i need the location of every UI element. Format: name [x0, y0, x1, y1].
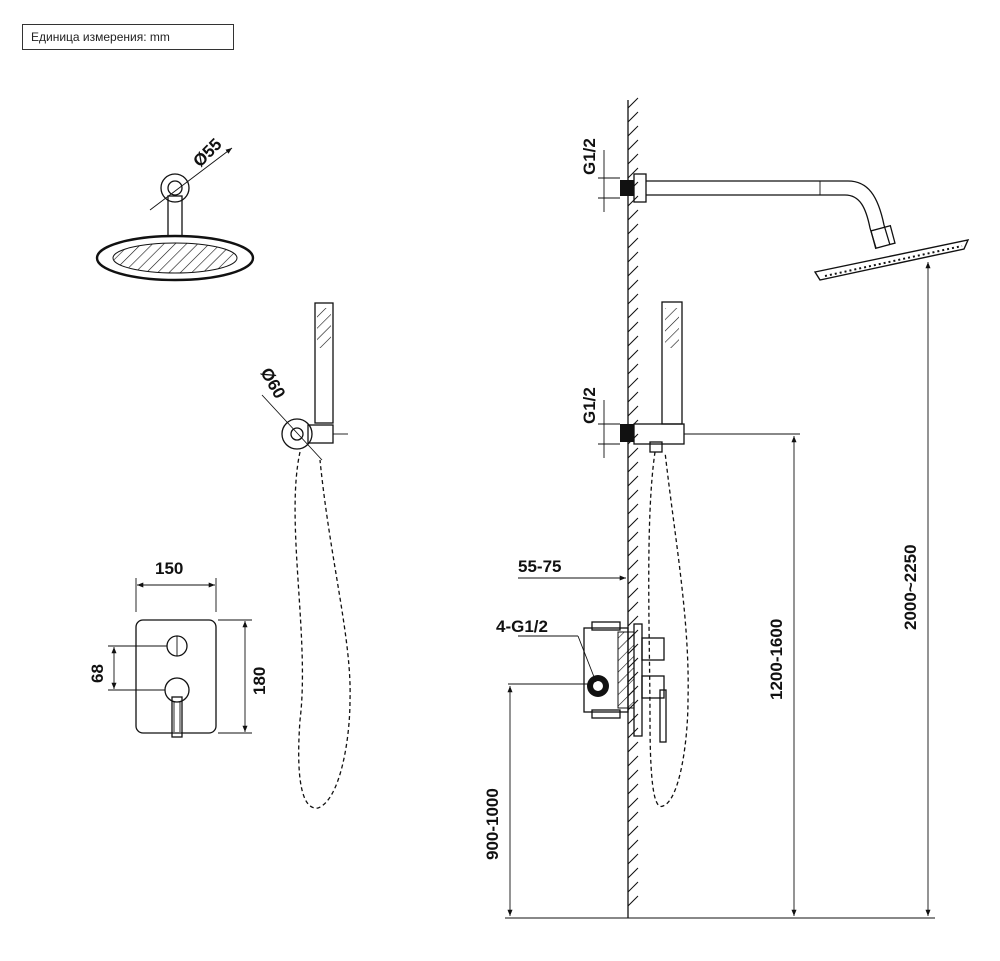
- wall-hatch-mark: [627, 531, 639, 543]
- wall-hatch-mark: [627, 307, 639, 319]
- wall-hatch-mark: [627, 727, 639, 739]
- wall-hatch-mark: [627, 97, 639, 109]
- wall-hatch-mark: [627, 391, 639, 403]
- wall-hatch-mark: [627, 209, 639, 221]
- wall-hatch-mark: [627, 111, 639, 123]
- wall-hatch-mark: [627, 377, 639, 389]
- wall-hatch-mark: [627, 349, 639, 361]
- height-dimensions: [505, 262, 935, 919]
- handle-spacing-label: 68: [88, 664, 107, 683]
- shower-head-front-view: [95, 147, 255, 282]
- wall-hatch-mark: [627, 769, 639, 781]
- top-thread-label: G1/2: [580, 138, 599, 175]
- wall-hatch-mark: [627, 153, 639, 165]
- wall-hatch-mark: [627, 895, 639, 907]
- wall-hatch-mark: [627, 825, 639, 837]
- wall-hatch-mark: [627, 587, 639, 599]
- wall-hatch-mark: [627, 489, 639, 501]
- wall-hatch-mark: [627, 601, 639, 613]
- valve-height-label: 900-1000: [483, 788, 502, 860]
- hand-shower-side-view: [598, 301, 689, 808]
- wall-hatch-mark: [627, 251, 639, 263]
- valve-body-side-view: [508, 575, 667, 743]
- valve-threads-label: 4-G1/2: [496, 617, 548, 636]
- shower-arm-side-view: [598, 150, 970, 281]
- wall-hatch-mark: [627, 503, 639, 515]
- wall-hatch-mark: [627, 573, 639, 585]
- wall-hatch-mark: [627, 265, 639, 277]
- hand-shower-front-view: [261, 302, 351, 809]
- wall-hatch-mark: [627, 475, 639, 487]
- wall-hatch-mark: [627, 517, 639, 529]
- wall-hatch-mark: [627, 853, 639, 865]
- wall-hatch-mark: [627, 321, 639, 333]
- wall-hatch-mark: [627, 839, 639, 851]
- wall-hatch-mark: [627, 461, 639, 473]
- wall-hatch-mark: [627, 741, 639, 753]
- wall-hatch-mark: [627, 335, 639, 347]
- wall-hatch-mark: [627, 783, 639, 795]
- wall-hatch-mark: [627, 811, 639, 823]
- hand-diameter-label: Ø60: [257, 365, 290, 402]
- wall-hatch-mark: [627, 167, 639, 179]
- plate-height-label: 180: [250, 667, 269, 695]
- mid-thread-label: G1/2: [580, 387, 599, 424]
- wall-hatch-mark: [627, 405, 639, 417]
- wall-hatch-mark: [627, 139, 639, 151]
- head-diameter-label: Ø55: [189, 135, 225, 171]
- wall-hatch-mark: [627, 125, 639, 137]
- plate-width-label: 150: [155, 559, 183, 578]
- head-height-label: 2000~2250: [901, 544, 920, 630]
- wall-hatch-mark: [627, 195, 639, 207]
- mixer-plate-front-view: [108, 578, 252, 738]
- wall-hatch-mark: [627, 447, 639, 459]
- wall-hatch-mark: [627, 867, 639, 879]
- wall-hatch-mark: [627, 881, 639, 893]
- wall-hatch-mark: [627, 797, 639, 809]
- wall-hatch-mark: [627, 223, 639, 235]
- wall-hatch-mark: [627, 279, 639, 291]
- wall-hatch-mark: [627, 293, 639, 305]
- wall-hatch-mark: [627, 755, 639, 767]
- wall-hatch-mark: [627, 615, 639, 627]
- wall-section: [627, 97, 639, 918]
- wall-hatch-mark: [627, 363, 639, 375]
- wall-hatch-mark: [627, 713, 639, 725]
- wall-hatch-mark: [627, 559, 639, 571]
- wall-hatch-mark: [627, 237, 639, 249]
- units-label: Единица измерения: mm: [22, 24, 234, 50]
- holder-height-label: 1200-1600: [767, 619, 786, 700]
- wall-depth-label: 55-75: [518, 557, 561, 576]
- wall-hatch-mark: [627, 545, 639, 557]
